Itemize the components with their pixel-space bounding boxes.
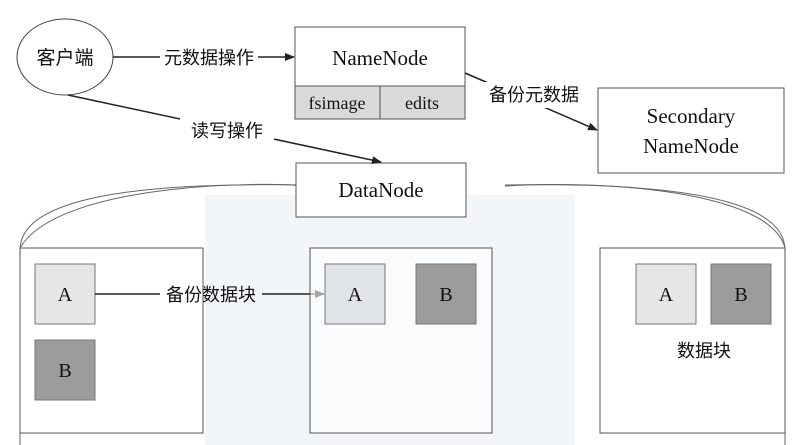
left-block-a-label: A xyxy=(58,284,73,306)
rw-op-label-bg xyxy=(180,118,274,142)
middle-block-b-label: B xyxy=(439,284,452,306)
namenode-title: NameNode xyxy=(332,46,428,70)
edits-label: edits xyxy=(405,93,439,113)
middle-block-a-label: A xyxy=(348,284,363,306)
right-caption: 数据块 xyxy=(677,341,731,361)
right-block-a xyxy=(635,263,697,325)
left-block-b-label: B xyxy=(58,360,71,382)
edits-cell xyxy=(379,85,466,120)
datanode-cluster-arc xyxy=(19,183,786,249)
right-block-b xyxy=(710,263,772,325)
client-label: 客户端 xyxy=(36,47,93,69)
secondary-line2: NameNode xyxy=(643,134,739,158)
left-block-a xyxy=(34,263,96,325)
rw-op-label: 读写操作 xyxy=(191,121,263,141)
backup-block-label: 备份数据块 xyxy=(166,285,256,305)
right-block-a-label: A xyxy=(659,284,674,306)
middle-block-b xyxy=(415,263,477,325)
metadata-op-label: 元数据操作 xyxy=(164,48,254,68)
secondary-line1: Secondary xyxy=(647,104,736,128)
right-block-b-label: B xyxy=(734,284,747,306)
middle-block-a xyxy=(324,263,386,325)
fsimage-cell xyxy=(294,85,381,120)
datanode-title: DataNode xyxy=(338,178,423,202)
secondary-namenode-box xyxy=(597,87,785,174)
backup-metadata-label: 备份元数据 xyxy=(489,85,579,105)
fsimage-label: fsimage xyxy=(309,93,366,113)
datanode-header-box xyxy=(295,162,467,218)
left-block-b xyxy=(34,339,96,401)
backup-metadata-label-bg xyxy=(478,82,590,108)
